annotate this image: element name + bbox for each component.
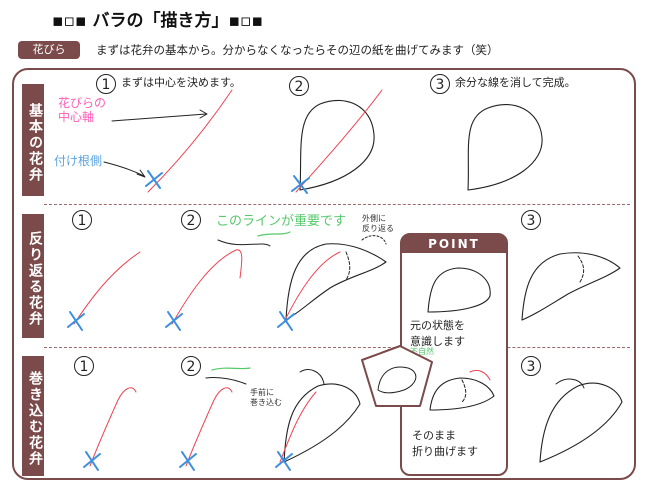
petal-curl-in-3 xyxy=(539,382,623,463)
step-1-curl-out: 1 xyxy=(72,210,97,230)
point-title: POINT xyxy=(402,235,506,253)
guide-curve xyxy=(185,387,233,467)
petal-curl-in-2 xyxy=(283,383,361,463)
inner-fold xyxy=(299,369,325,385)
inner-guide xyxy=(205,377,247,385)
root-mark xyxy=(67,311,85,331)
arrow-center-axis xyxy=(111,113,207,122)
point-note-2: そのまま 折り曲げます xyxy=(412,429,478,458)
note-root-side: 付け根側 xyxy=(54,154,103,168)
petal-curl-out-3 xyxy=(521,252,621,321)
row-divider xyxy=(44,347,630,348)
point-petal-original xyxy=(427,267,491,313)
note-center-axis: 花びらの 中心軸 xyxy=(58,96,107,124)
row-label-curl-out: 反り返る花弁 xyxy=(22,214,44,338)
note-important-line: このラインが重要です xyxy=(216,214,347,229)
root-mark xyxy=(83,451,101,471)
guide-curve xyxy=(171,249,243,325)
root-mark xyxy=(179,451,197,471)
step-3-curl-in: 3 xyxy=(521,356,546,376)
point-pentagon xyxy=(361,345,433,407)
row-label-basic: 基本の花弁 xyxy=(22,84,44,196)
category-badge: 花びら xyxy=(18,41,80,59)
page-title: ▪▫▪ バラの「描き方」▪▫▪ xyxy=(52,11,264,31)
fold-line xyxy=(461,379,467,403)
guide-curve xyxy=(283,251,341,323)
arrow-head xyxy=(199,109,208,119)
inner-fold xyxy=(555,378,585,389)
arrow-root-side xyxy=(103,161,145,177)
inner-underline xyxy=(211,367,251,371)
arrow-head xyxy=(136,169,146,178)
root-mark xyxy=(291,175,310,194)
petal-basic-3 xyxy=(467,104,543,191)
step-2-curl-out: 2 xyxy=(181,210,206,230)
important-guide xyxy=(217,239,271,247)
point-mini-petal xyxy=(377,366,417,394)
curl-arrow xyxy=(361,235,387,245)
guide-curve xyxy=(73,251,141,325)
note-outer-curl: 外側に 反り返る xyxy=(362,214,394,233)
note-inner-curl: 手前に 巻き込む xyxy=(250,388,282,407)
point-petal-folded xyxy=(429,377,495,411)
tutorial-frame xyxy=(12,68,636,480)
row-label-curl-in: 巻き込む花弁 xyxy=(22,356,44,476)
point-note-1: 元の状態を 意識します xyxy=(410,319,465,348)
guide-curve xyxy=(89,387,137,467)
root-mark xyxy=(165,311,183,331)
center-axis-line xyxy=(147,89,233,193)
step-1-curl-in: 1 xyxy=(74,356,99,376)
row-divider xyxy=(44,204,630,205)
root-mark xyxy=(275,451,293,471)
point-mini-label: 不自然 xyxy=(410,347,434,356)
petal-basic-2 xyxy=(299,99,375,191)
guide-curve xyxy=(279,391,317,463)
step-2-curl-in: 2 xyxy=(181,356,206,376)
fold-arrow xyxy=(469,369,491,381)
fold-line xyxy=(345,251,351,281)
important-underline xyxy=(257,231,291,237)
fold-line xyxy=(577,255,585,283)
step-2-basic: 2 xyxy=(289,76,314,96)
intro-text: まずは花弁の基本から。分からなくなったらその辺の紙を曲げてみます（笑） xyxy=(96,43,499,57)
center-axis-line xyxy=(295,89,383,193)
root-mark xyxy=(145,170,163,189)
step-3-curl-out: 3 xyxy=(521,210,546,230)
petal-curl-out-2 xyxy=(285,243,387,321)
root-mark xyxy=(277,311,295,331)
